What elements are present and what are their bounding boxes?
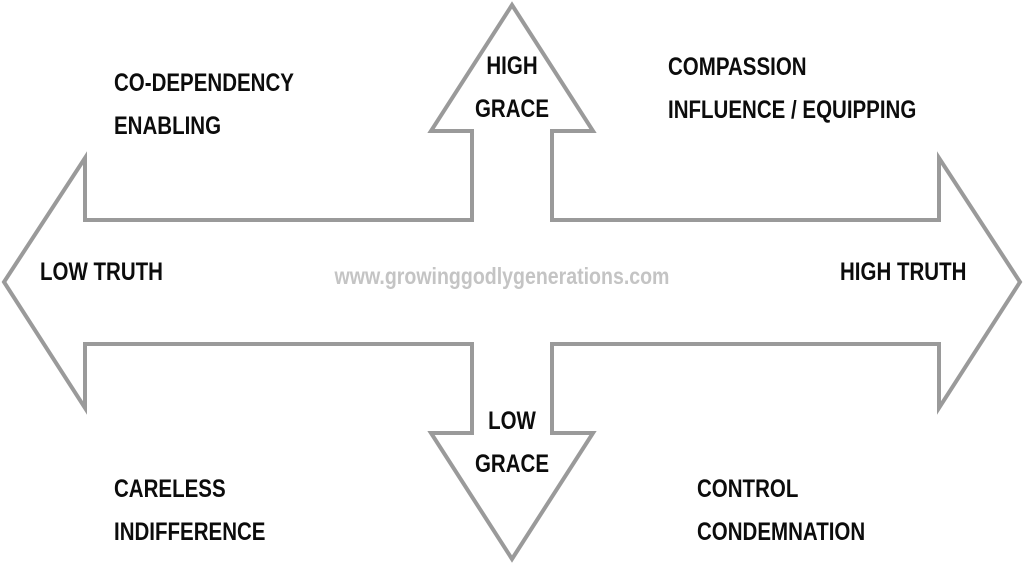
quadrant-bottom-right-line1: CONTROL	[697, 475, 799, 503]
quadrant-bottom-left-line2: INDIFFERENCE	[114, 518, 266, 546]
quadrant-top-right-line1: COMPASSION	[668, 53, 807, 81]
quadrant-top-left-line1: CO-DEPENDENCY	[114, 69, 294, 97]
quadrant-top-right-line2: INFLUENCE / EQUIPPING	[668, 96, 917, 124]
quadrant-top-left-line2: ENABLING	[114, 112, 222, 140]
low-grace-line2: GRACE	[474, 450, 550, 478]
low-grace-label: LOW GRACE	[471, 400, 553, 486]
low-grace-line1: LOW	[488, 407, 536, 435]
quadrant-bottom-right: CONTROL CONDEMNATION	[697, 468, 865, 554]
low-truth-label: LOW TRUTH	[40, 258, 163, 286]
high-grace-label: HIGH GRACE	[471, 45, 553, 131]
high-grace-line1: HIGH	[486, 52, 538, 80]
high-truth-label: HIGH TRUTH	[840, 258, 967, 286]
quadrant-bottom-left-line1: CARELESS	[114, 475, 226, 503]
quadrant-top-right: COMPASSION INFLUENCE / EQUIPPING	[668, 46, 916, 132]
quadrant-bottom-left: CARELESS INDIFFERENCE	[114, 468, 265, 554]
quadrant-top-left: CO-DEPENDENCY ENABLING	[114, 62, 294, 148]
watermark-url: www.growinggodlygenerations.com	[334, 263, 670, 289]
high-grace-line2: GRACE	[474, 95, 550, 123]
quadrant-bottom-right-line2: CONDEMNATION	[697, 518, 866, 546]
